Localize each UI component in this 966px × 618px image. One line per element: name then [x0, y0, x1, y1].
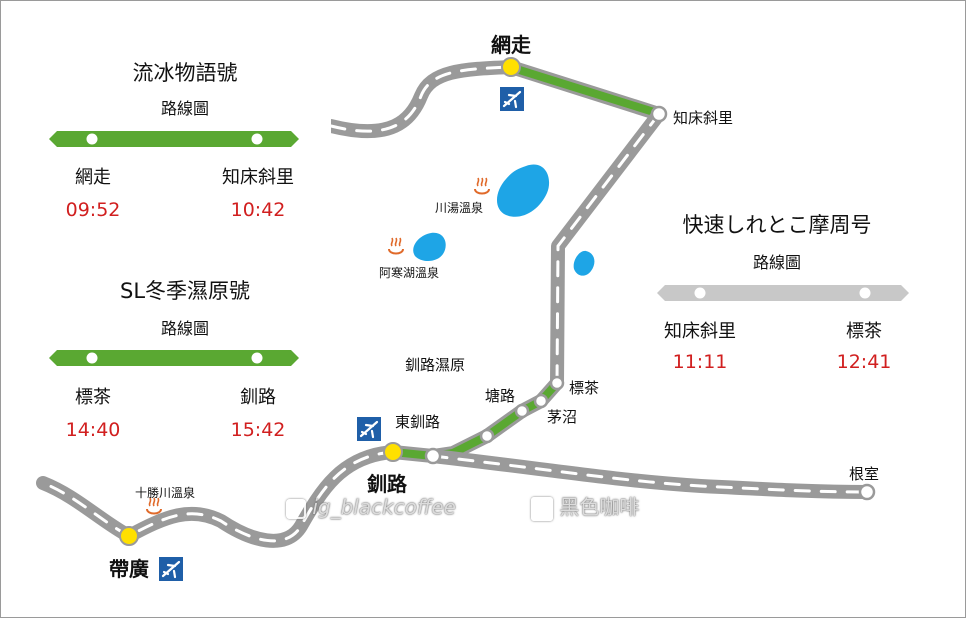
panel-sl-route-bar	[49, 350, 299, 366]
onsen-icon	[388, 237, 404, 255]
instagram-icon	[286, 498, 306, 519]
panel-sl: SL冬季濕原號 路線圖 標茶 釧路 14:40 15:42	[39, 265, 331, 455]
station-label-higashi-kushiro: 東釧路	[395, 413, 441, 431]
panel-sl-from: 標茶	[75, 387, 111, 408]
panel-sl-title: SL冬季濕原號	[119, 279, 251, 303]
panel-shiretoko-title: 快速しれとこ摩周号	[682, 213, 872, 237]
station-kayanuma-marker	[533, 393, 549, 409]
station-label-kushiro: 釧路	[367, 472, 407, 496]
lake-mashu	[573, 250, 595, 276]
panel-shiretoko: 快速しれとこ摩周号 路線圖 知床斜里 標茶 11:11 12:41	[627, 197, 939, 387]
onsen-icon	[146, 497, 162, 515]
panel-sl-to: 釧路	[240, 387, 276, 408]
panel-ryuhyo: 流冰物語號 路線圖 網走 知床斜里 09:52 10:42	[39, 47, 331, 247]
panel-ryuhyo-from: 網走	[75, 167, 111, 188]
watermark-facebook-text: 黑色咖啡	[559, 495, 640, 519]
panel-shiretoko-route-bar	[657, 285, 909, 301]
panel-shiretoko-subtitle: 路線圖	[752, 253, 801, 272]
panel-sl-depart: 14:40	[65, 419, 121, 441]
station-obihiro-marker	[119, 526, 139, 546]
watermark-facebook: 黑色咖啡	[531, 491, 639, 521]
panel-sl-subtitle: 路線圖	[160, 319, 209, 338]
onsen-label-tokachigawa: 十勝川溫泉	[135, 486, 196, 500]
airport-icon	[159, 557, 183, 581]
station-abashiri-marker	[501, 57, 521, 77]
panel-shiretoko-from: 知床斜里	[664, 321, 736, 342]
panel-ryuhyo-route-bar	[49, 131, 299, 147]
panel-ryuhyo-arrive: 10:42	[230, 199, 286, 221]
airport-icon	[357, 417, 381, 441]
station-shibecha-marker	[549, 375, 565, 391]
panel-sl-arrive: 15:42	[230, 419, 286, 441]
onsen-label-akan: 阿寒湖溫泉	[379, 266, 440, 280]
station-toro-marker	[514, 403, 530, 419]
station-kushiro-marker	[383, 442, 403, 462]
station-label-toro: 塘路	[485, 387, 516, 405]
station-label-shiretoko-shari: 知床斜里	[673, 109, 734, 127]
station-markers	[119, 57, 876, 546]
onsen-label-kawayu: 川湯溫泉	[435, 201, 484, 215]
rail-to-nemuro	[426, 449, 874, 499]
panel-ryuhyo-depart: 09:52	[65, 199, 121, 221]
station-label-kushiro-shitsugen: 釧路濕原	[405, 356, 466, 374]
rail-west-of-abashiri	[324, 60, 518, 139]
onsen-icon	[474, 177, 490, 195]
watermark-instagram-text: ig_blackcoffee	[312, 495, 456, 519]
panel-ryuhyo-subtitle: 路線圖	[160, 99, 209, 118]
lake-kussharo	[496, 164, 550, 217]
station-label-nemuro: 根室	[849, 465, 880, 483]
station-kushiro-shitsugen-marker	[479, 428, 495, 444]
panel-ryuhyo-to: 知床斜里	[222, 167, 294, 188]
station-label-kayanuma: 茅沼	[547, 408, 578, 426]
station-higashi-kushiro-marker	[424, 447, 442, 465]
panel-shiretoko-depart: 11:11	[672, 351, 728, 373]
station-nemuro-marker	[858, 483, 876, 501]
station-label-abashiri: 網走	[491, 33, 531, 57]
facebook-icon	[531, 496, 553, 521]
station-shari-marker	[650, 105, 668, 123]
station-label-shibecha: 標茶	[569, 379, 600, 397]
lake-akan	[413, 232, 446, 262]
panel-ryuhyo-title: 流冰物語號	[132, 61, 238, 85]
watermark-instagram: ig_blackcoffee	[286, 495, 456, 519]
station-label-obihiro: 帶廣	[109, 557, 149, 581]
panel-shiretoko-arrive: 12:41	[836, 351, 892, 373]
airport-icon	[500, 87, 524, 111]
panel-shiretoko-to: 標茶	[846, 321, 882, 342]
